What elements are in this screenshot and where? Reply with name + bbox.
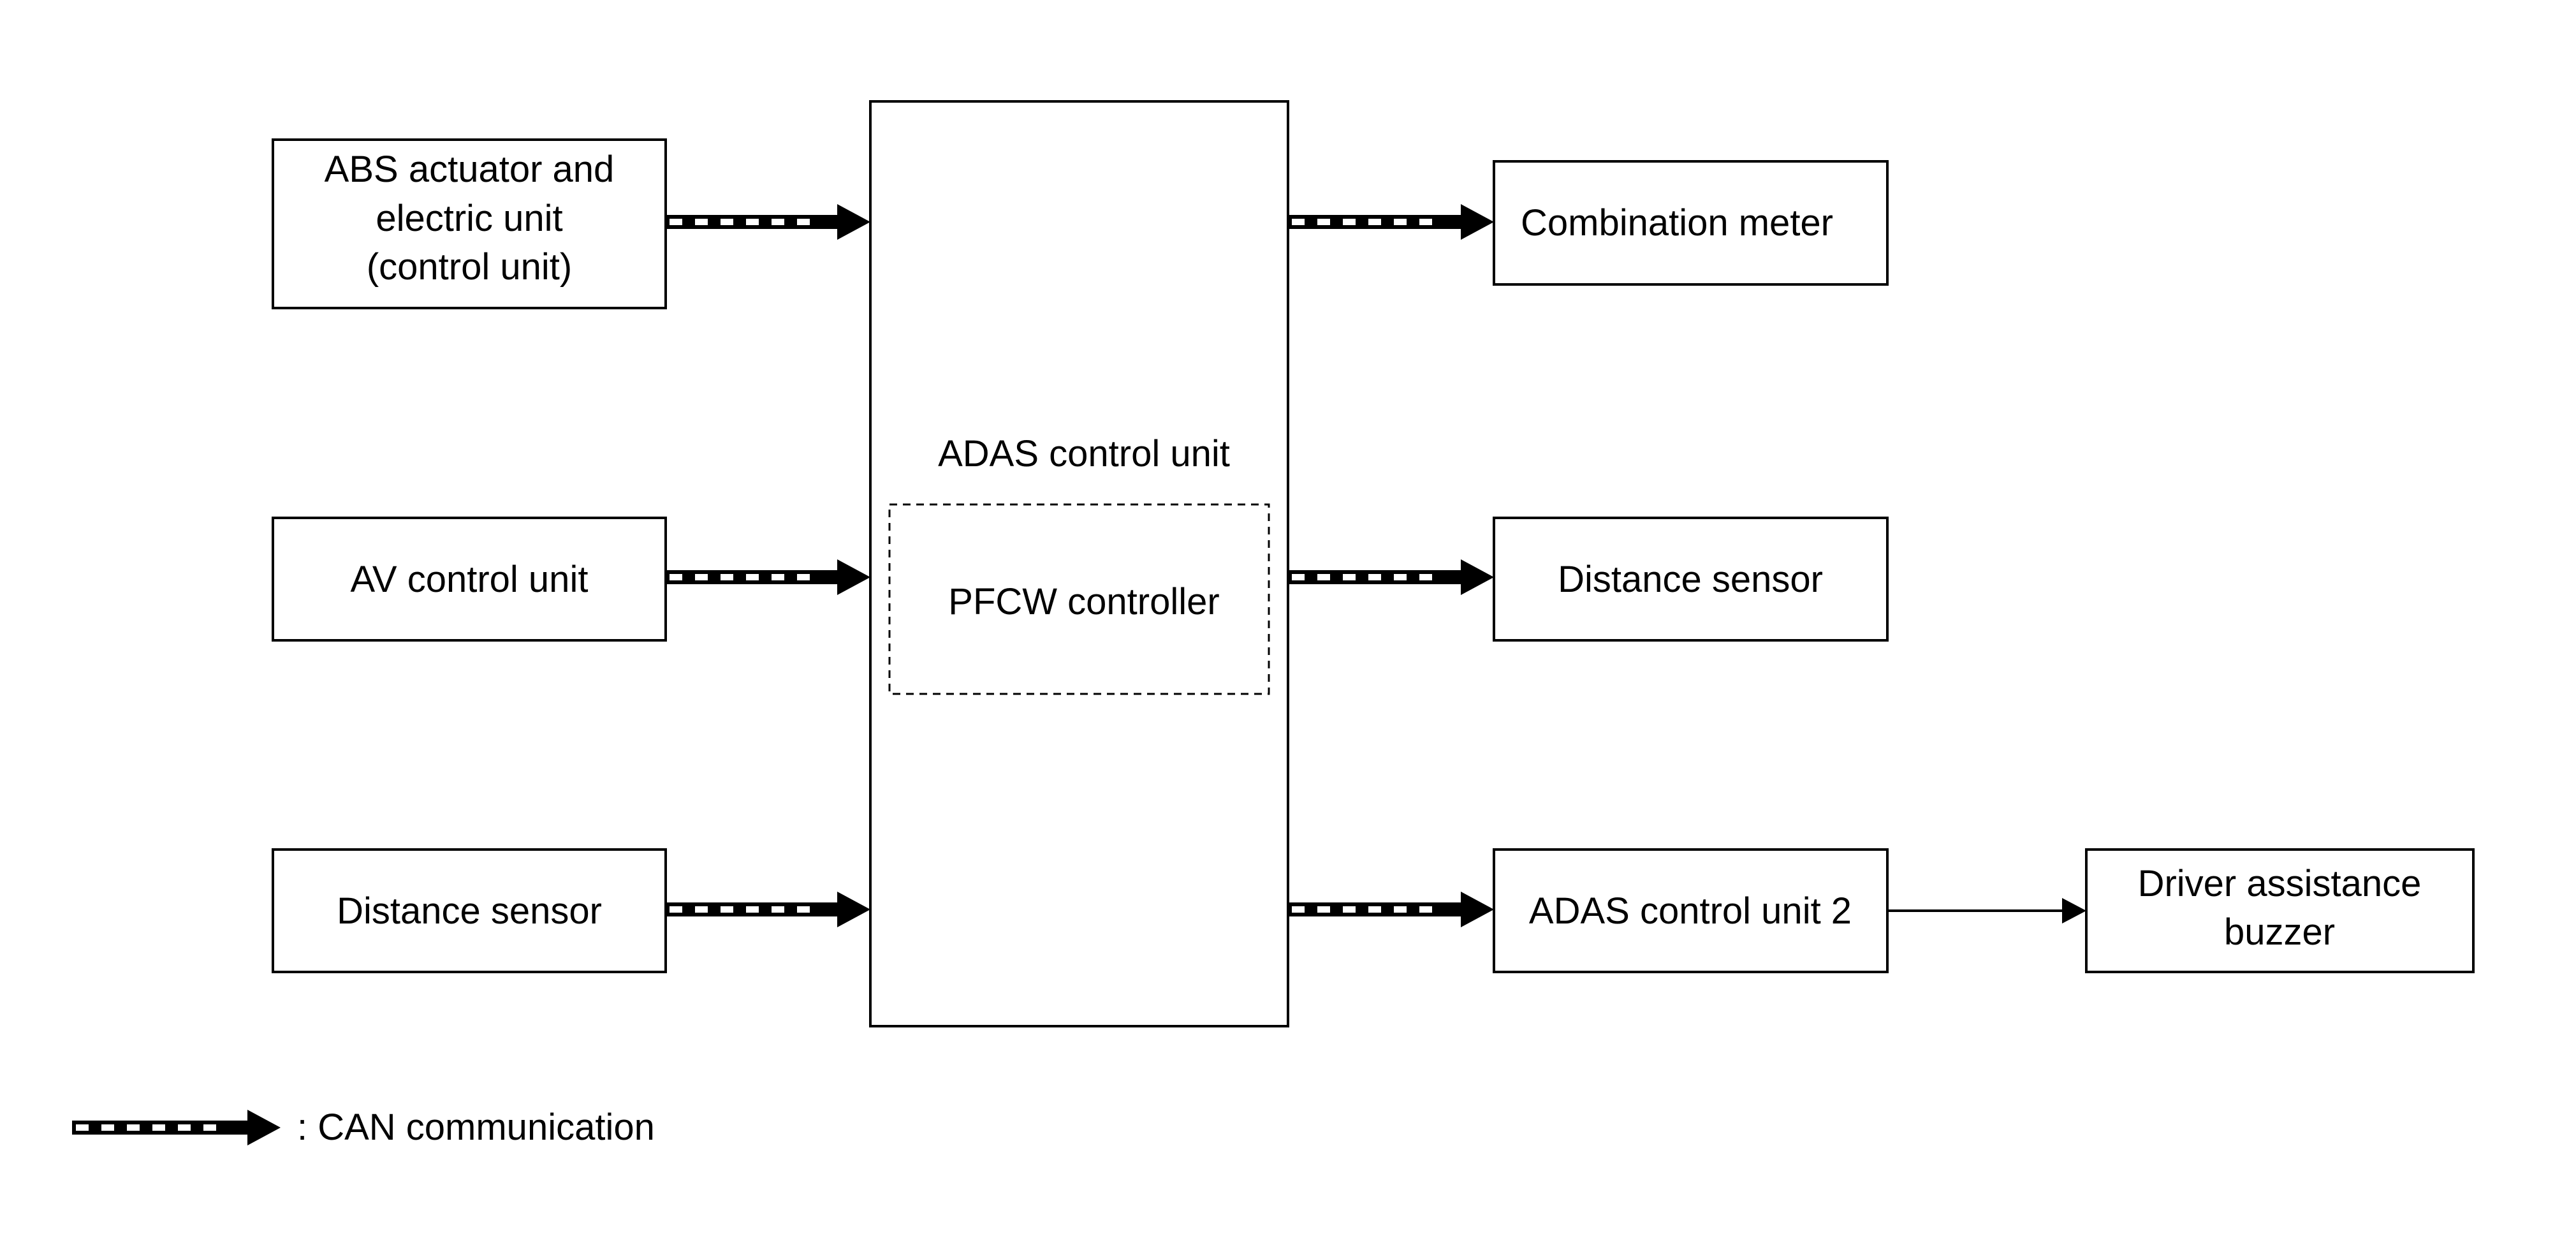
can-arrow-av-to-adas bbox=[666, 559, 870, 595]
box-abs-line-1: ABS actuator and bbox=[325, 149, 615, 190]
box-abs-line-2: electric unit bbox=[376, 198, 562, 239]
buzzer-line-1: Driver assistance bbox=[2138, 863, 2422, 904]
box-distance-left-label: Distance sensor bbox=[337, 890, 602, 932]
box-adas-control-unit: ADAS control unit bbox=[869, 100, 1289, 1027]
adas-control-unit-label: ADAS control unit bbox=[938, 433, 1230, 475]
can-arrow-legend bbox=[72, 1110, 281, 1145]
distance-sensor-right-label: Distance sensor bbox=[1558, 559, 1823, 600]
box-combination-meter: Combination meter bbox=[1493, 160, 1889, 286]
arrow-adas2-to-buzzer bbox=[1887, 898, 2086, 923]
can-arrow-adas-to-meter bbox=[1288, 204, 1494, 240]
box-abs-actuator: ABS actuator and electric unit (control … bbox=[272, 138, 667, 309]
pfcw-controller-label: PFCW controller bbox=[948, 581, 1219, 622]
box-adas-control-unit-2: ADAS control unit 2 bbox=[1493, 848, 1889, 973]
can-arrow-adas-to-distance bbox=[1288, 559, 1494, 595]
box-pfcw-controller: PFCW controller bbox=[888, 503, 1270, 695]
can-arrow-abs-to-adas bbox=[666, 204, 870, 240]
box-av-label: AV control unit bbox=[351, 559, 589, 600]
box-abs-line-3: (control unit) bbox=[367, 246, 572, 288]
box-distance-sensor-right: Distance sensor bbox=[1493, 517, 1889, 642]
can-arrow-adas-to-adas2 bbox=[1288, 892, 1494, 927]
combination-meter-label: Combination meter bbox=[1521, 202, 1833, 244]
box-av-control-unit: AV control unit bbox=[272, 517, 667, 642]
legend-label: : CAN communication bbox=[297, 1107, 655, 1148]
box-driver-assistance-buzzer: Driver assistance buzzer bbox=[2085, 848, 2475, 973]
can-arrow-distance-to-adas bbox=[666, 892, 870, 927]
legend-can-arrow bbox=[72, 1110, 281, 1145]
can-arrow-group bbox=[666, 204, 1494, 927]
legend: : CAN communication bbox=[72, 1107, 655, 1148]
adas-control-unit-2-label: ADAS control unit 2 bbox=[1529, 890, 1852, 932]
box-distance-sensor-left: Distance sensor bbox=[272, 848, 667, 973]
buzzer-line-2: buzzer bbox=[2224, 911, 2335, 953]
